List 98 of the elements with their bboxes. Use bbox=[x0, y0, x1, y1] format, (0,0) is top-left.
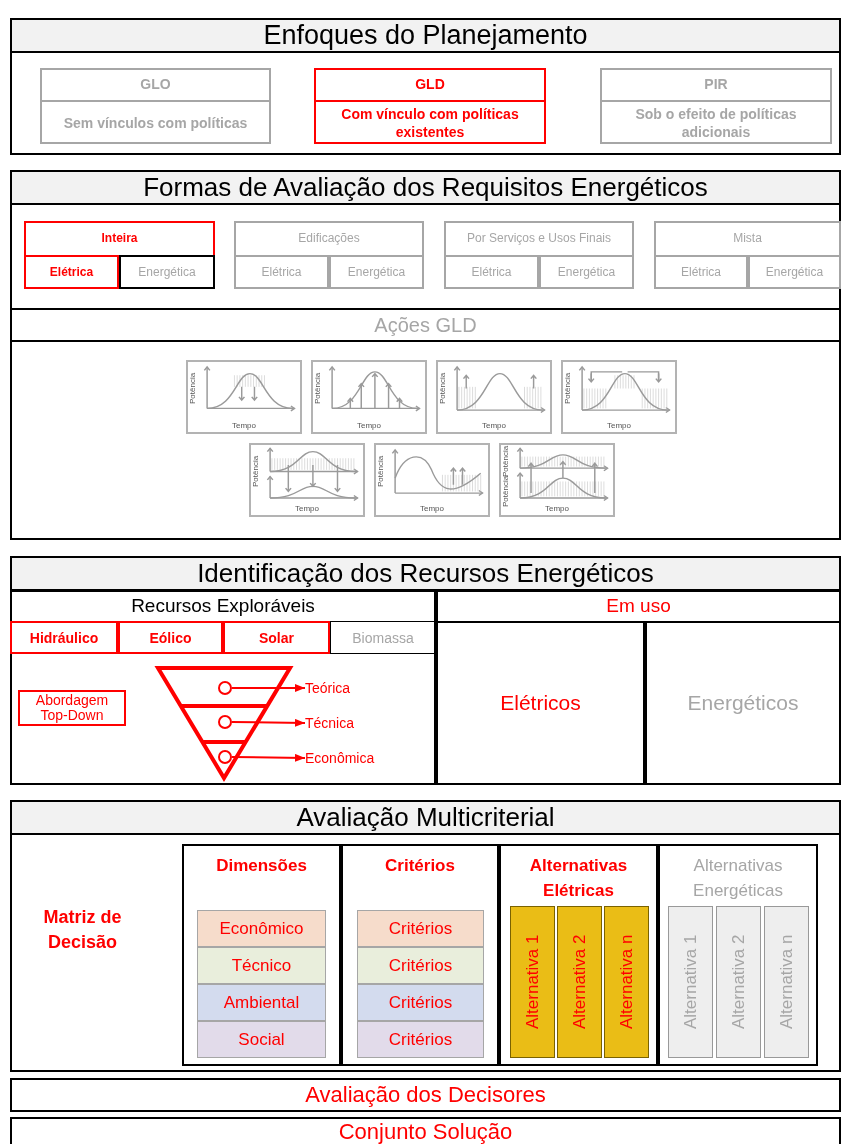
matrix-column bbox=[341, 844, 499, 1066]
level-marker-circle bbox=[218, 681, 232, 695]
alternative-bar bbox=[510, 906, 555, 1058]
alternative-bar bbox=[604, 906, 649, 1058]
matrix-column bbox=[182, 844, 341, 1066]
panel-heading: Recursos Exploráveis bbox=[130, 593, 316, 618]
category-group bbox=[654, 221, 841, 289]
card-heading: GLO bbox=[40, 68, 271, 102]
group-heading: Inteira bbox=[100, 230, 139, 247]
chart-card bbox=[436, 360, 552, 434]
option-cell: Energética bbox=[119, 255, 215, 289]
group-heading: Edificações bbox=[297, 230, 361, 247]
group-heading: Mista bbox=[732, 230, 763, 247]
potential-level-label: Técnica bbox=[305, 713, 375, 733]
axis-label: Potência bbox=[188, 372, 198, 404]
resource-panel bbox=[436, 590, 841, 785]
criterion-cell: Critérios bbox=[357, 1021, 484, 1058]
column-heading: Alternativas Elétricas bbox=[528, 855, 629, 902]
alternative-label: Alternativa n bbox=[775, 933, 797, 1032]
criterion-cell: Critérios bbox=[357, 947, 484, 984]
level-marker-circle bbox=[218, 750, 232, 764]
alternative-label: Alternativa n bbox=[615, 933, 637, 1032]
section-title: Identificação dos Recursos Energéticos bbox=[10, 556, 841, 591]
approach-card bbox=[40, 68, 271, 144]
panel-heading: Em uso bbox=[605, 593, 672, 618]
chart-card bbox=[499, 443, 615, 517]
card-heading: PIR bbox=[600, 68, 832, 102]
category-group bbox=[234, 221, 424, 289]
resource-cell: Energéticos bbox=[645, 621, 841, 785]
resource-cell: Solar bbox=[223, 621, 330, 654]
result-band: Avaliação dos Decisores bbox=[10, 1078, 841, 1112]
dimension-cell: Técnico bbox=[197, 947, 326, 984]
chart-card bbox=[311, 360, 427, 434]
resource-cell: Eólico bbox=[118, 621, 223, 654]
card-description: Sem vínculos com políticas bbox=[62, 113, 249, 133]
approach-card bbox=[600, 68, 832, 144]
option-cell: Elétrica bbox=[444, 255, 539, 289]
arrow bbox=[231, 718, 306, 727]
alternative-label: Alternativa 1 bbox=[521, 933, 543, 1032]
section-title: Formas de Avaliação dos Requisitos Energéticos bbox=[10, 170, 841, 205]
group-heading: Por Serviços e Usos Finais bbox=[465, 230, 612, 247]
category-group bbox=[444, 221, 634, 289]
potential-level-label: Econômica bbox=[305, 748, 389, 768]
matrix-column bbox=[658, 844, 818, 1066]
alternative-bar bbox=[716, 906, 761, 1058]
section-panel bbox=[10, 18, 841, 155]
axis-label: Potência bbox=[438, 372, 448, 404]
category-group bbox=[24, 221, 215, 289]
option-cell: Energética bbox=[539, 255, 634, 289]
section-title: Avaliação Multicriterial bbox=[10, 800, 841, 835]
alternative-bar bbox=[557, 906, 602, 1058]
matrix-column bbox=[499, 844, 658, 1066]
matrix-label: Matriz de Decisão bbox=[42, 906, 123, 955]
level-marker-circle bbox=[218, 715, 232, 729]
option-cell: Elétrica bbox=[24, 255, 119, 289]
column-heading: Critérios bbox=[384, 855, 456, 877]
result-band: Conjunto Solução bbox=[10, 1117, 841, 1144]
chart-card bbox=[561, 360, 677, 434]
alternative-bar bbox=[764, 906, 809, 1058]
section-panel bbox=[10, 170, 841, 540]
alternative-label: Alternativa 2 bbox=[568, 933, 590, 1032]
arrow bbox=[231, 684, 306, 692]
chart-card bbox=[249, 443, 365, 517]
card-description: Com vínculo com políticas existentes bbox=[340, 104, 520, 142]
chart-card bbox=[374, 443, 490, 517]
section-panel bbox=[10, 800, 841, 1072]
axis-label: Potência bbox=[501, 445, 511, 477]
chart-card bbox=[186, 360, 302, 434]
alternative-label: Alternativa 2 bbox=[727, 933, 749, 1032]
section-panel bbox=[10, 556, 841, 785]
axis-label: Potência bbox=[313, 372, 323, 404]
potential-level-label: Teórica bbox=[305, 678, 375, 698]
resource-cell: Biomassa bbox=[330, 621, 436, 654]
dimension-cell: Social bbox=[197, 1021, 326, 1058]
dimension-cell: Ambiental bbox=[197, 984, 326, 1021]
alternative-label: Alternativa 1 bbox=[679, 933, 701, 1032]
option-cell: Elétrica bbox=[234, 255, 329, 289]
option-cell: Energética bbox=[329, 255, 424, 289]
arrow bbox=[231, 753, 306, 762]
dimension-cell: Econômico bbox=[197, 910, 326, 947]
axis-label: Potência bbox=[251, 455, 261, 487]
column-heading: Alternativas Energéticas bbox=[692, 855, 784, 902]
criterion-cell: Critérios bbox=[357, 984, 484, 1021]
approach-label: Abordagem Top-Down bbox=[18, 690, 126, 726]
option-cell: Elétrica bbox=[654, 255, 748, 289]
resource-panel bbox=[10, 590, 436, 785]
card-heading: GLD bbox=[314, 68, 546, 102]
axis-label: Potência bbox=[563, 372, 573, 404]
card-description: Sob o efeito de políticas adicionais bbox=[634, 104, 798, 142]
approach-card bbox=[314, 68, 546, 144]
criterion-cell: Critérios bbox=[357, 910, 484, 947]
section-title: Enfoques do Planejamento bbox=[10, 18, 841, 53]
resource-cell: Elétricos bbox=[436, 621, 645, 785]
column-heading: Dimensões bbox=[215, 855, 308, 877]
axis-label: Potência bbox=[376, 455, 386, 487]
alternative-bar bbox=[668, 906, 713, 1058]
option-cell: Energética bbox=[748, 255, 841, 289]
resource-cell: Hidráulico bbox=[10, 621, 118, 654]
